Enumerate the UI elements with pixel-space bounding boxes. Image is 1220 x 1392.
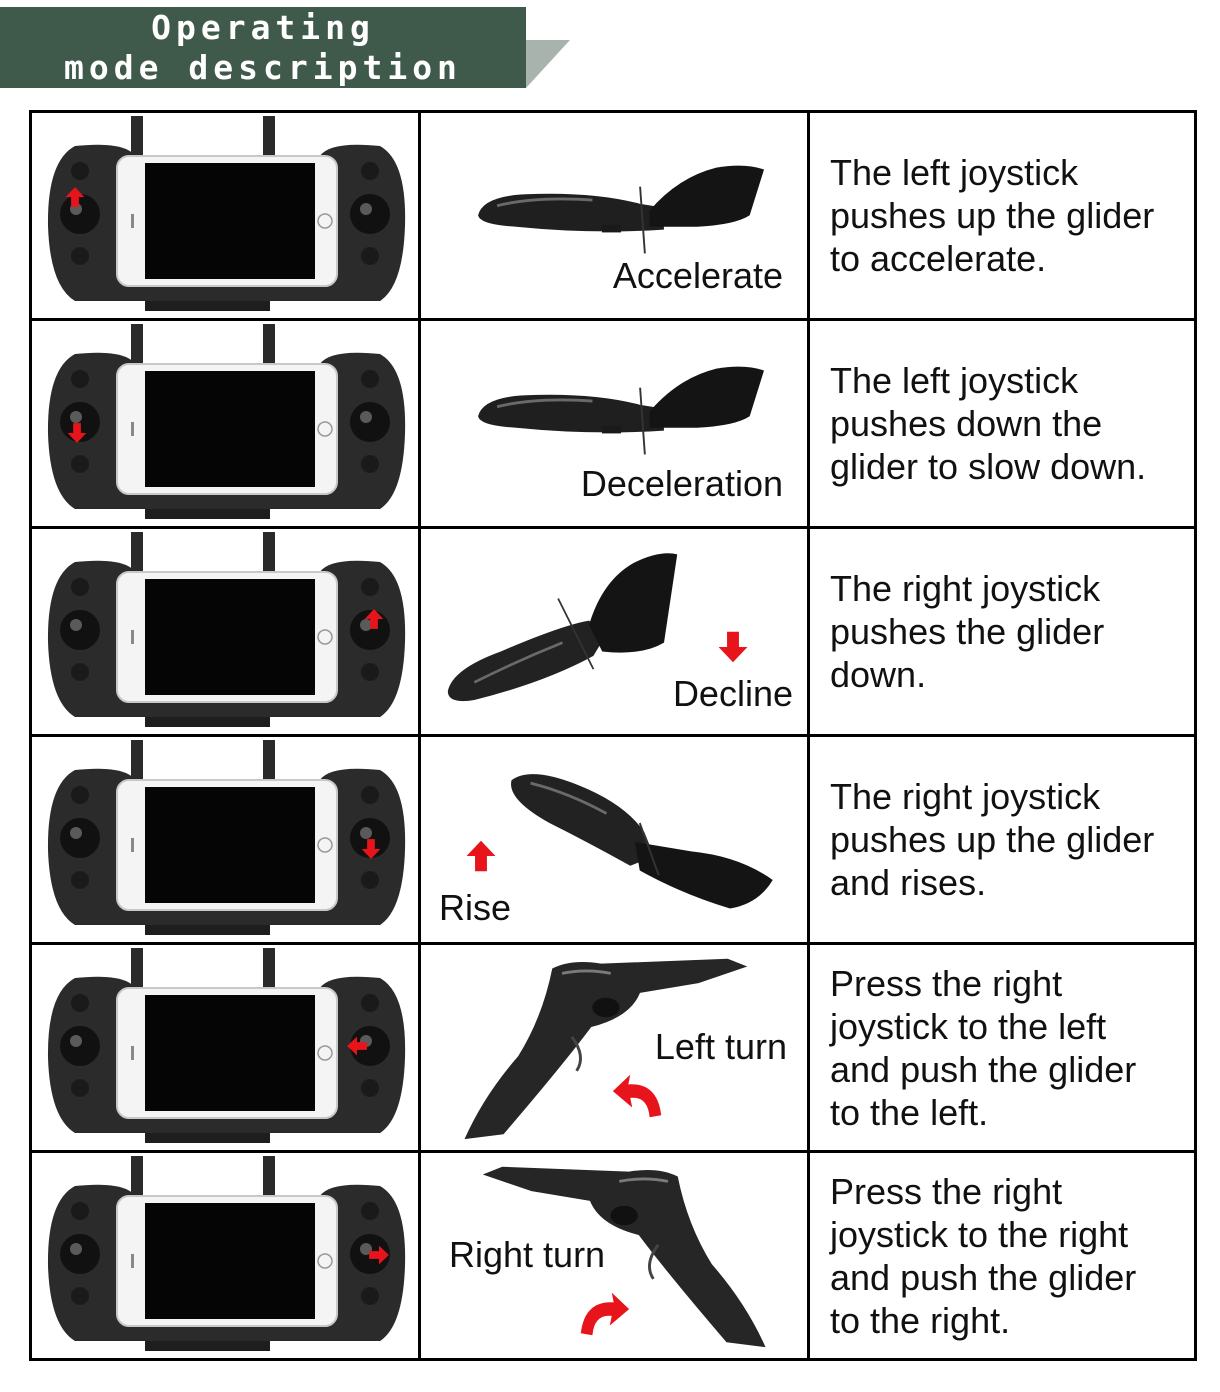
mode-description: The right joystick pushes up the glider … — [830, 776, 1155, 903]
page-title-line2: mode description — [64, 48, 462, 87]
controller-cell — [29, 942, 421, 1153]
operating-modes-table: Accelerate The left joystick pushes up t… — [29, 110, 1197, 1361]
description-cell: The right joystick pushes up the glider … — [807, 734, 1197, 945]
turn-left-arrow-icon — [612, 1074, 662, 1118]
table-row: Decline The right joystick pushes the gl… — [29, 526, 1197, 737]
turn-right-arrow-icon — [580, 1292, 630, 1336]
remote-controller-icon — [46, 116, 407, 312]
controller-cell — [29, 110, 421, 321]
mode-label: Accelerate — [612, 255, 783, 296]
table-row: Deceleration The left joystick pushes do… — [29, 318, 1197, 529]
mode-description: The right joystick pushes the glider dow… — [830, 568, 1105, 695]
glider-cell: Right turn — [418, 1150, 810, 1361]
mode-label: Left turn — [654, 1026, 787, 1067]
mode-label: Decline — [672, 673, 793, 714]
remote-controller-icon — [46, 1156, 407, 1352]
header-banner: Operating mode description — [0, 0, 580, 92]
glider-cell: Rise — [418, 734, 810, 945]
glider-cell: Left turn — [418, 942, 810, 1153]
up-arrow-icon — [466, 840, 496, 872]
controller-cell — [29, 1150, 421, 1361]
description-cell: The left joystick pushes up the glider t… — [807, 110, 1197, 321]
mode-label: Deceleration — [580, 463, 783, 504]
description-cell: The left joystick pushes down the glider… — [807, 318, 1197, 529]
description-cell: Press the right joystick to the left and… — [807, 942, 1197, 1153]
down-arrow-icon — [718, 631, 748, 663]
mode-label: Rise — [439, 887, 512, 928]
glider-cell: Accelerate — [418, 110, 810, 321]
table-row: Rise The right joystick pushes up the gl… — [29, 734, 1197, 945]
controller-cell — [29, 734, 421, 945]
controller-cell — [29, 318, 421, 529]
description-cell: The right joystick pushes the glider dow… — [807, 526, 1197, 737]
glider-cell: Deceleration — [418, 318, 810, 529]
mode-description: The left joystick pushes down the glider… — [830, 360, 1147, 487]
mode-description: Press the right joystick to the left and… — [830, 962, 1137, 1133]
page-title-line1: Operating — [151, 8, 375, 47]
banner-shape — [0, 7, 570, 88]
remote-controller-icon — [46, 740, 407, 936]
controller-cell — [29, 526, 421, 737]
remote-controller-icon — [46, 948, 407, 1144]
mode-description: The left joystick pushes up the glider t… — [830, 152, 1155, 279]
table-row: Right turn Press the right joystick to t… — [29, 1150, 1197, 1361]
remote-controller-icon — [46, 324, 407, 520]
description-cell: Press the right joystick to the right an… — [807, 1150, 1197, 1361]
table-row: Left turn Press the right joystick to th… — [29, 942, 1197, 1153]
table-row: Accelerate The left joystick pushes up t… — [29, 110, 1197, 321]
mode-description: Press the right joystick to the right an… — [830, 1170, 1137, 1341]
mode-label: Right turn — [449, 1234, 606, 1275]
remote-controller-icon — [46, 532, 407, 728]
page-title: Operating mode description — [0, 8, 526, 88]
glider-cell: Decline — [418, 526, 810, 737]
